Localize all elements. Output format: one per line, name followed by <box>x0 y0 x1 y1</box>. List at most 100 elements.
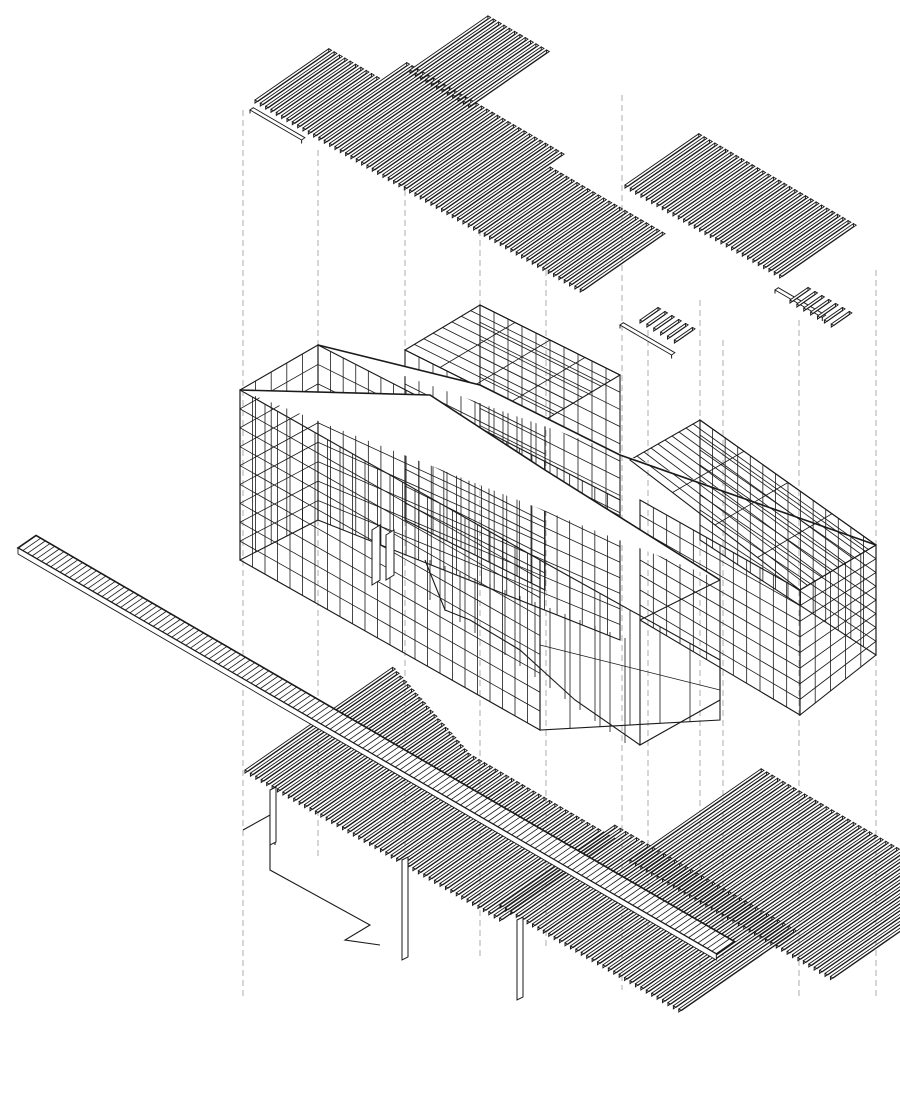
wall-front-long-rail-6 <box>239 502 541 674</box>
roof-rafter-41 <box>472 169 560 230</box>
roof-rafter-right-1-edge <box>629 136 705 193</box>
walkway-plank-8 <box>55 556 74 570</box>
roof-rafter-upper-7 <box>446 37 529 94</box>
walkway-plank-112 <box>539 838 558 852</box>
floor-joist-right-25-edge <box>764 847 898 943</box>
roof-rafter-right-4 <box>645 145 724 200</box>
floor-joist-upper-35-edge <box>434 799 550 885</box>
roof-rafter-right-14 <box>698 176 778 231</box>
floor-joist-right-6 <box>661 787 798 882</box>
floor-joist-right-31 <box>797 886 900 960</box>
walkway-plank-143 <box>683 922 703 936</box>
floor-joist-right-13 <box>699 809 836 904</box>
walkway-plank-54 <box>269 681 288 695</box>
walkway-plank-65 <box>320 711 339 725</box>
wall-center-tall-front-rail-7 <box>404 468 546 540</box>
roof-rafter-24-edge <box>382 105 482 179</box>
roof-rafter-5-edge <box>281 63 356 120</box>
roof-rafter-59 <box>568 225 656 286</box>
wall-right-end-rail-4 <box>799 599 877 653</box>
walkway-plank-30 <box>157 616 176 630</box>
roof-rafter-32-edge <box>425 130 525 204</box>
walkway-plank-66 <box>325 713 344 727</box>
roof-rafter-55-edge <box>547 213 631 275</box>
walkway-plank-149 <box>711 938 730 952</box>
roof-top-frame-center-rail-3 <box>509 357 586 403</box>
floor-joist-right-23 <box>753 840 890 935</box>
floor-joist-right-21-edge <box>743 834 876 931</box>
roof-rafter-14-edge <box>329 74 429 148</box>
roof-rafter-56-edge <box>553 216 637 278</box>
walkway-plank-34 <box>176 627 195 641</box>
walkway-plank-31 <box>162 619 181 633</box>
wall-right-back-rail-3 <box>699 464 877 587</box>
floor-joist-right-10-edge <box>683 799 816 896</box>
floor-joist-right-1 <box>634 771 771 866</box>
roof-rafter-25 <box>387 108 491 180</box>
walkway-plank-128 <box>613 881 633 895</box>
roof-rafter-43-edge <box>483 175 567 238</box>
walkway-plank-49 <box>245 667 265 681</box>
roof-rafter-right-17-edge <box>715 185 790 242</box>
roof-rafter-17-edge <box>345 83 445 157</box>
walkway-plank-77 <box>376 743 395 757</box>
floor-joist-right-14 <box>705 812 841 907</box>
floor-joist-right-33-edge <box>808 902 900 968</box>
roof-rafter-right-8-edge <box>667 158 742 214</box>
walkway-deck-layer <box>16 534 736 961</box>
floor-joist-upper-23-edge <box>369 762 485 847</box>
roof-rafter-upper-1 <box>414 18 497 76</box>
roof-rafter-38 <box>456 148 560 220</box>
floor-joist-right-18-edge <box>727 825 860 921</box>
floor-joist-upper-22-edge <box>363 759 480 844</box>
roof-rafter-26-edge <box>393 111 493 185</box>
walkway-plank-36 <box>185 632 204 646</box>
floor-joist-right-23-edge <box>754 840 887 937</box>
walkway-plank-41 <box>208 646 228 660</box>
walkway-plank-67 <box>329 716 349 730</box>
roof-rafter-upper-8 <box>451 40 535 97</box>
wall-right-end-rail-2 <box>799 572 877 622</box>
roof-rafter-right-2-edge <box>635 139 710 196</box>
roof-rafter-39 <box>462 151 565 224</box>
roof-rafter-23 <box>376 102 480 174</box>
floor-joist-upper-34-edge <box>428 796 545 882</box>
walkway-plank-45 <box>227 656 246 671</box>
walkway-plank-127 <box>609 878 628 893</box>
wall-left-end-rail-4 <box>239 422 319 466</box>
wall-center-tall-back-rail-4 <box>479 373 621 445</box>
walkway-plank-83 <box>404 759 423 773</box>
roof-outrigger-a-0-edge <box>639 306 659 324</box>
walkway-plank-84 <box>408 762 428 776</box>
roof-rafter-5 <box>280 63 360 118</box>
roof-top-frame-right-rail-3 <box>757 513 833 558</box>
floor-joist-upper-36-edge <box>439 803 556 888</box>
roof-outrigger-a-1-edge <box>646 310 666 328</box>
roof-rafter-upper-10-edge <box>462 46 542 105</box>
roof-rafter-36 <box>446 142 549 214</box>
floor-joist-right-7-edge <box>667 790 800 887</box>
roof-rafter-right-1 <box>629 136 708 191</box>
walkway-plank-4 <box>36 545 55 560</box>
wall-front-long-rail-7 <box>239 521 541 693</box>
roof-rafter-49-edge <box>515 194 599 256</box>
roof-rafter-52-edge <box>531 203 615 266</box>
roof-rafter-58-edge <box>563 222 647 284</box>
floor-joist-upper-25-edge <box>379 768 496 853</box>
wall-center-tall-back-rail-1 <box>479 321 621 393</box>
roof-edge-beam-2 <box>619 322 676 356</box>
roof-outrigger-b-6-edge <box>830 310 850 328</box>
floor-joist-upper-40-edge <box>461 815 578 900</box>
walkway-plank-21 <box>115 591 135 606</box>
roof-rafter-upper-11-edge <box>468 49 548 109</box>
walkway-plank-50 <box>250 670 270 684</box>
walkway-plank-38 <box>194 637 214 652</box>
floor-joist-upper-11-edge <box>304 714 435 809</box>
roof-rafter-53-edge <box>537 206 621 269</box>
walkway-plank-75 <box>366 738 386 752</box>
roof-rafter-right-0-edge <box>624 133 700 189</box>
wall-center-tall-front-rail-9 <box>404 502 546 574</box>
walkway-plank-87 <box>422 770 442 784</box>
walkway-plank-33 <box>171 624 190 638</box>
